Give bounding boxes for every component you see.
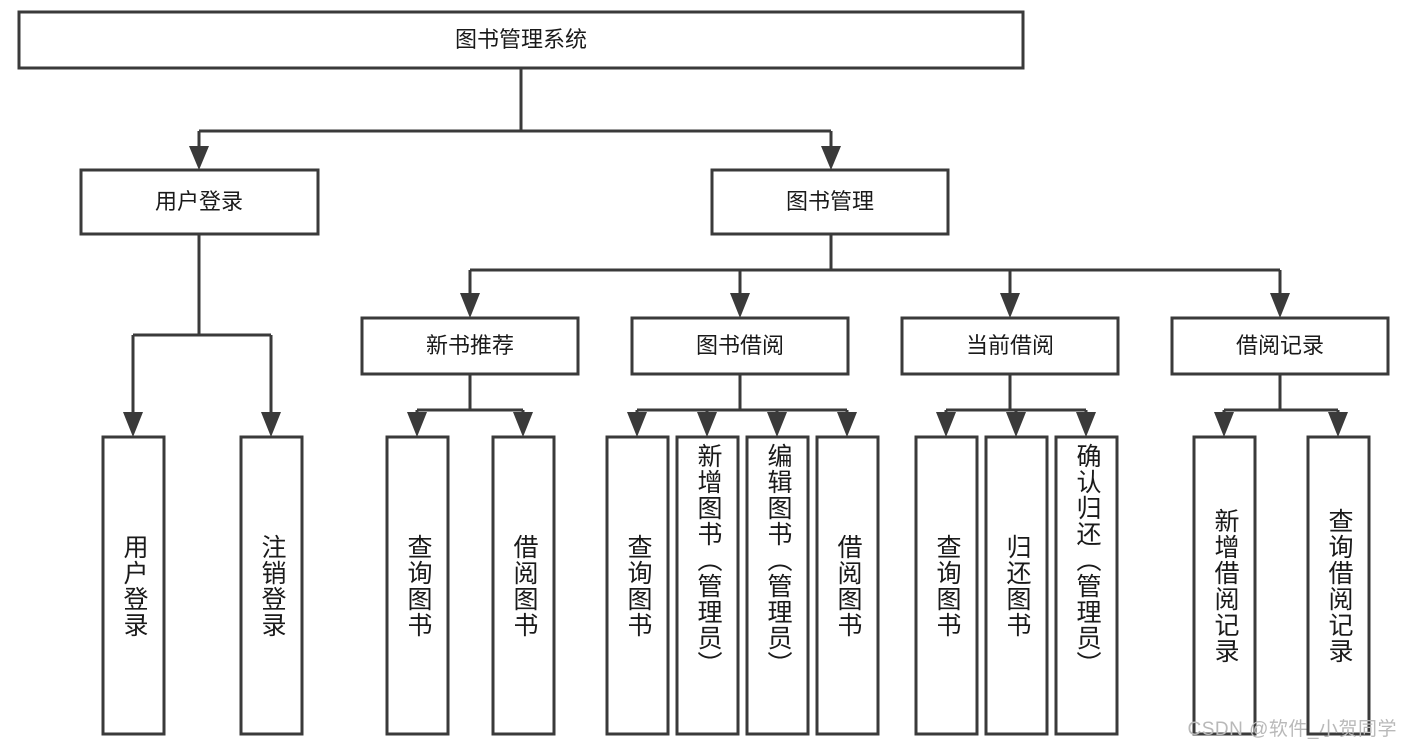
node-user-login-label: 用户登录 xyxy=(155,189,243,214)
node-root[interactable]: 图书管理系统 xyxy=(17,10,1025,70)
node-new-book-recommend-label: 新书推荐 xyxy=(426,333,514,358)
arrow-cb-l3-icon xyxy=(1076,412,1096,437)
arrow-bb-l1-icon xyxy=(627,412,647,437)
node-leaf-logout-rect[interactable] xyxy=(239,435,304,736)
node-leaf-user-login-rect[interactable] xyxy=(101,435,166,736)
node-user-login-rect[interactable] xyxy=(79,168,320,236)
arrow-bb-l3-icon xyxy=(767,412,787,437)
arrow-br-l2-icon xyxy=(1328,412,1348,437)
arrow-bm-c4-icon xyxy=(1270,293,1290,318)
arrow-cb-l1-icon xyxy=(936,412,956,437)
node-leaf-borrow-book-1-rect[interactable] xyxy=(491,435,556,736)
node-current-borrow-label: 当前借阅 xyxy=(966,333,1054,358)
node-root-rect[interactable] xyxy=(17,10,1025,70)
arrow-bb-l2-icon xyxy=(697,412,717,437)
arrow-bb-l4-icon xyxy=(837,412,857,437)
node-leaf-borrow-book-2-rect[interactable] xyxy=(815,435,880,736)
node-borrow-record-rect[interactable] xyxy=(1170,316,1390,376)
node-root-label: 图书管理系统 xyxy=(455,27,587,52)
arrow-root-to-userlogin-icon xyxy=(189,146,209,170)
connectors xyxy=(123,68,1348,437)
node-new-book-recommend-rect[interactable] xyxy=(360,316,580,376)
node-borrow-record-label: 借阅记录 xyxy=(1236,333,1324,358)
node-leaf-return-book-rect[interactable] xyxy=(984,435,1049,736)
node-borrow-record[interactable]: 借阅记录 xyxy=(1170,316,1390,376)
watermark-text: CSDN @软件_小贺同学 xyxy=(1187,719,1397,740)
arrow-nbr-l2-icon xyxy=(513,412,533,437)
node-leaf-add-record-rect[interactable] xyxy=(1192,435,1257,736)
node-leaf-confirm-return-rect[interactable] xyxy=(1054,435,1119,736)
arrow-cb-l2-icon xyxy=(1006,412,1026,437)
node-book-manage[interactable]: 图书管理 xyxy=(710,168,950,236)
arrow-userlogin-b2-icon xyxy=(261,412,281,437)
node-book-borrow-label: 图书借阅 xyxy=(696,333,784,358)
arrow-userlogin-b1-icon xyxy=(123,412,143,437)
node-leaf-edit-book-rect[interactable] xyxy=(745,435,810,736)
arrow-root-to-bookmanage-icon xyxy=(821,146,841,170)
node-new-book-recommend[interactable]: 新书推荐 xyxy=(360,316,580,376)
arrow-nbr-l1-icon xyxy=(407,412,427,437)
node-current-borrow[interactable]: 当前借阅 xyxy=(900,316,1120,376)
arrow-bm-c3-icon xyxy=(1000,293,1020,318)
node-user-login[interactable]: 用户登录 xyxy=(79,168,320,236)
node-book-borrow-rect[interactable] xyxy=(630,316,850,376)
node-leaf-query-book-1-rect[interactable] xyxy=(385,435,450,736)
node-book-manage-label: 图书管理 xyxy=(786,189,874,214)
node-leaf-query-record-rect[interactable] xyxy=(1306,435,1371,736)
node-boxes: 图书管理系统 用户登录 图书管理 新书推荐 图书借阅 当前 xyxy=(17,10,1390,736)
node-book-manage-rect[interactable] xyxy=(710,168,950,236)
arrow-br-l1-icon xyxy=(1214,412,1234,437)
arrow-bm-c1-icon xyxy=(460,293,480,318)
node-leaf-query-book-2-rect[interactable] xyxy=(605,435,670,736)
arrow-bm-c2-icon xyxy=(730,293,750,318)
node-leaf-add-book-rect[interactable] xyxy=(675,435,740,736)
node-leaf-query-book-3-rect[interactable] xyxy=(914,435,979,736)
node-current-borrow-rect[interactable] xyxy=(900,316,1120,376)
node-book-borrow[interactable]: 图书借阅 xyxy=(630,316,850,376)
